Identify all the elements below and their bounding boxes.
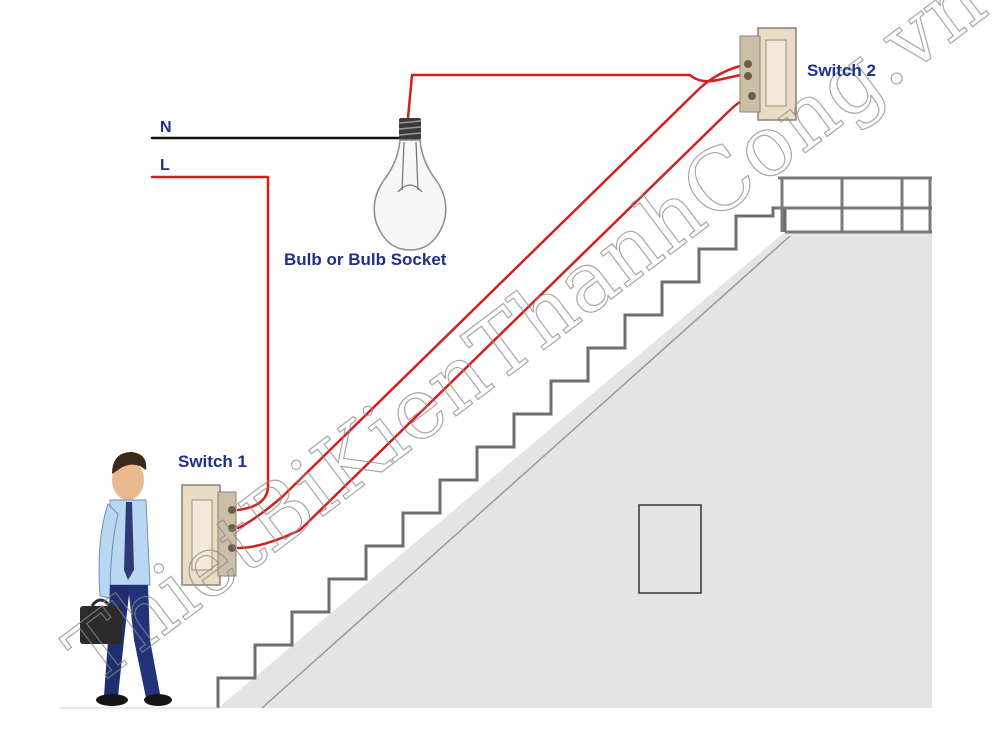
person-with-briefcase-icon	[80, 452, 172, 706]
switch-2-icon	[739, 27, 797, 121]
lamp-to-switch2-wire	[406, 72, 747, 120]
live-wire	[150, 175, 270, 512]
live-wire-label: L	[160, 157, 170, 174]
stair-underside-line	[261, 235, 791, 709]
staircase-steps	[216, 206, 787, 708]
wall-window	[638, 504, 702, 594]
bulb-label: Bulb or Bulb Socket	[284, 250, 447, 269]
switch-2-label: Switch 2	[807, 61, 876, 80]
switch-1-label: Switch 1	[178, 452, 247, 471]
staircase-wall	[218, 232, 932, 708]
neutral-wire-label: N	[160, 119, 172, 136]
landing-railing	[778, 176, 932, 234]
light-bulb-icon	[373, 118, 447, 251]
traveler-wire-1	[236, 62, 750, 530]
switch-1-icon	[181, 484, 237, 586]
